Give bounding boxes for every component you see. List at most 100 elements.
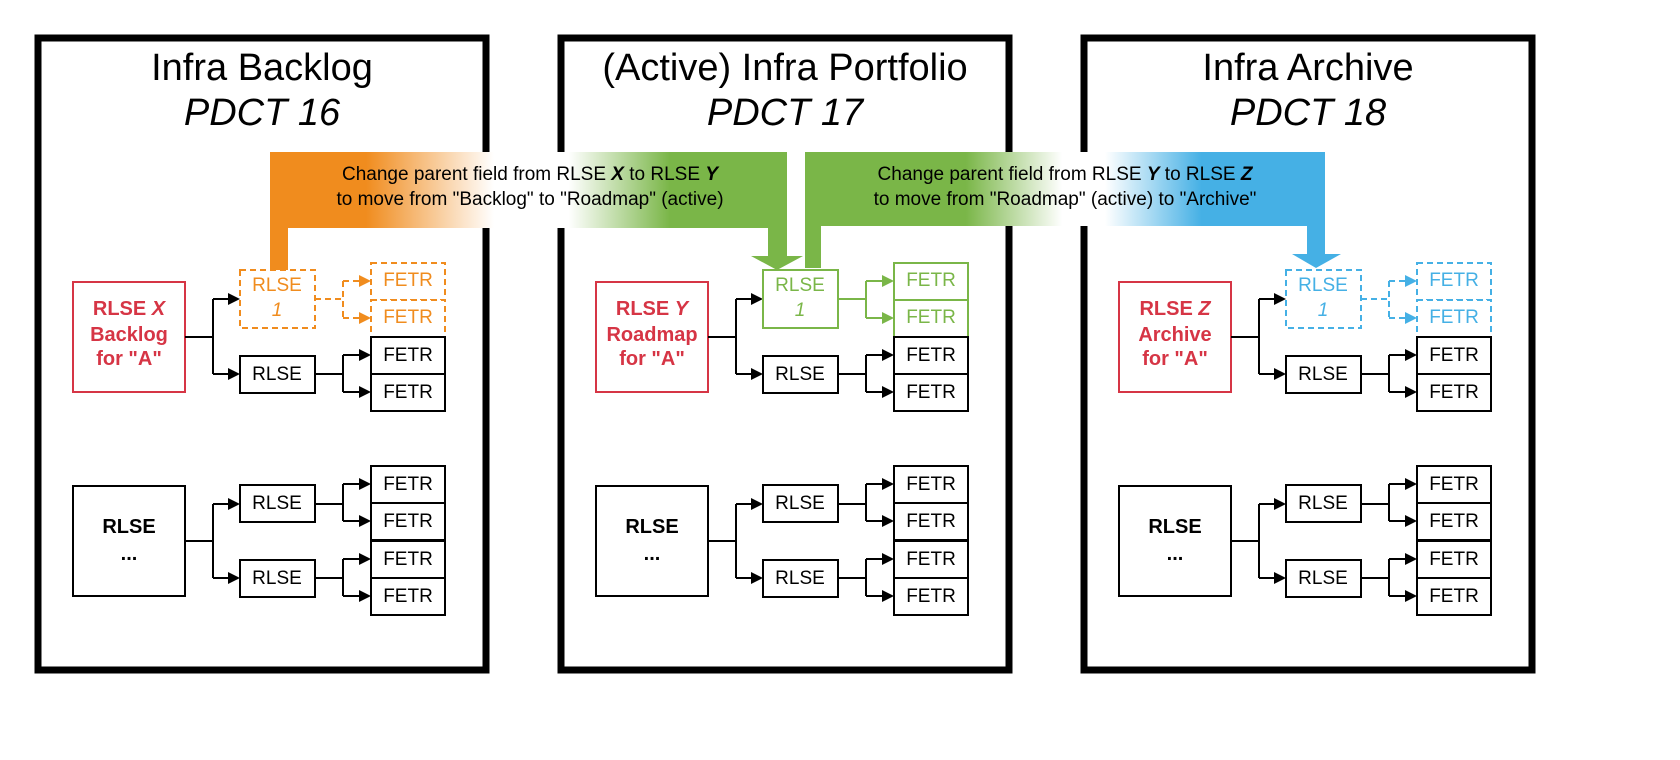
panel-2-generic-fetr-4-label: FETR [906,586,956,607]
panel-1-generic-line1: RLSE [102,516,155,538]
arrowhead-icon [1405,478,1417,490]
arrowhead-icon [228,293,240,305]
panel-3-rlse1-fetr-2 [1416,299,1492,338]
parent-prefix: RLSE [1139,298,1198,320]
panel-1-parent-line3: for "A" [96,348,162,370]
arrowhead-icon [1274,498,1286,510]
panel-3-generic-rlse-1 [1285,484,1362,523]
panel-2-generic-fetr-3-label: FETR [906,549,956,570]
panel-3-rlse1-fetr-2-label: FETR [1429,307,1479,328]
panel-1-generic-fetr-4-label: FETR [383,586,433,607]
panel-2-generic-box [595,485,709,597]
panel-3-rlse2-fetr-1-label: FETR [1429,345,1479,366]
parent-letter: X [151,298,167,320]
arrowhead-icon [359,349,371,361]
arrow-from-letter: X [610,164,625,185]
arrowhead-icon [1405,275,1417,287]
panel-2-rlse1-box [762,269,839,329]
arrowhead-icon [751,293,763,305]
panel-1-generic-rlse-2-label: RLSE [252,568,302,589]
panel-3-generic-line1: RLSE [1148,516,1201,538]
arrowhead-icon [751,498,763,510]
panel-3-parent-box [1118,281,1232,393]
panel-1-rlse2-box [239,355,316,394]
arrowhead-icon [1405,349,1417,361]
panel-2-rlse2-label: RLSE [775,364,825,385]
panel-2-generic-line1: RLSE [625,516,678,538]
panel-1-rlse1-box [239,269,316,329]
arrow-to-letter: Y [705,164,720,185]
arrow-text: Change parent field from RLSE [878,164,1147,185]
panel-3-title: Infra Archive [1202,47,1413,89]
panel-2-rlse1-number: 1 [795,300,806,321]
panel-2-parent-box [595,281,709,393]
arrowhead-icon [1405,553,1417,565]
arrow-text: Change parent field from RLSE [342,164,611,185]
panel-2-generic-rlse-1-label: RLSE [775,493,825,514]
arrowhead-icon [359,590,371,602]
parent-letter: Y [675,298,690,320]
arrowhead-icon [882,312,894,324]
panel-2-generic-line2: ... [644,543,661,565]
arrowhead-icon [751,368,763,380]
panel-1-rlse1-label: RLSE [252,275,302,296]
transition-arrow-1-line2: to move from "Backlog" to "Roadmap" (act… [336,189,723,210]
panel-2-title: (Active) Infra Portfolio [602,47,967,89]
panel-3-generic-fetr-3 [1416,540,1492,579]
arrowhead-icon [1405,386,1417,398]
panel-3-rlse1-box [1285,269,1362,329]
panel-1-parent-line1: RLSE X [93,298,167,320]
arrowhead-icon [1405,312,1417,324]
panel-2-parent-line1: RLSE Y [616,298,690,320]
arrowhead-icon [1274,293,1286,305]
panel-1-rlse1-fetr-2 [370,299,446,338]
arrowhead-icon [751,572,763,584]
panel-1-rlse1-number: 1 [272,300,283,321]
arrow-to-letter: Z [1240,164,1254,185]
panel-3-rlse1-fetr-1 [1416,262,1492,301]
panel-3-generic-rlse-2 [1285,559,1362,598]
panel-3-rlse2-fetr-2 [1416,373,1492,412]
panel-1-generic-fetr-4 [370,577,446,616]
panel-3-rlse1-number: 1 [1318,300,1329,321]
arrowhead-icon [359,275,371,287]
panel-1-generic-fetr-1-label: FETR [383,474,433,495]
panel-1-generic-fetr-2-label: FETR [383,511,433,532]
panel-1-generic-fetr-3-label: FETR [383,549,433,570]
panel-3-subtitle: PDCT 18 [1230,92,1386,134]
panel-1-generic-fetr-2 [370,502,446,541]
arrowhead-icon [1405,590,1417,602]
panel-3-generic-fetr-2 [1416,502,1492,541]
arrow-from-letter: Y [1147,164,1162,185]
arrowhead-icon [1274,368,1286,380]
panel-2-rlse2-fetr-1-label: FETR [906,345,956,366]
panel-2-generic-rlse-2 [762,559,839,598]
panel-3-generic-fetr-1-label: FETR [1429,474,1479,495]
panel-3-generic-rlse-1-label: RLSE [1298,493,1348,514]
transition-arrow-1-line1: Change parent field from RLSE X to RLSE … [342,164,720,185]
panel-1-generic-fetr-1 [370,465,446,504]
panel-3-generic-fetr-2-label: FETR [1429,511,1479,532]
panel-2-generic-rlse-1 [762,484,839,523]
panel-2-parent-line2: Roadmap [606,324,697,346]
panel-2-generic-fetr-1 [893,465,969,504]
panel-2-subtitle: PDCT 17 [707,92,865,134]
panel-2-rlse2-fetr-2 [893,373,969,412]
panel-3-generic-fetr-4 [1416,577,1492,616]
panel-1-parent-box [72,281,186,393]
arrowhead-icon [882,275,894,287]
panel-3-rlse2-fetr-1 [1416,336,1492,375]
panel-2-generic-fetr-4 [893,577,969,616]
arrowhead-icon [882,515,894,527]
panel-1-rlse2-fetr-2 [370,373,446,412]
panel-1-generic-box [72,485,186,597]
panel-2-rlse2-fetr-2-label: FETR [906,382,956,403]
panel-3-rlse1-label: RLSE [1298,275,1348,296]
panel-1-rlse2-fetr-1-label: FETR [383,345,433,366]
arrowhead-icon [1274,572,1286,584]
panel-2-rlse2-box [762,355,839,394]
parent-prefix: RLSE [616,298,675,320]
panel-3-rlse2-box [1285,355,1362,394]
arrowhead-icon [882,478,894,490]
panel-2-generic-rlse-2-label: RLSE [775,568,825,589]
